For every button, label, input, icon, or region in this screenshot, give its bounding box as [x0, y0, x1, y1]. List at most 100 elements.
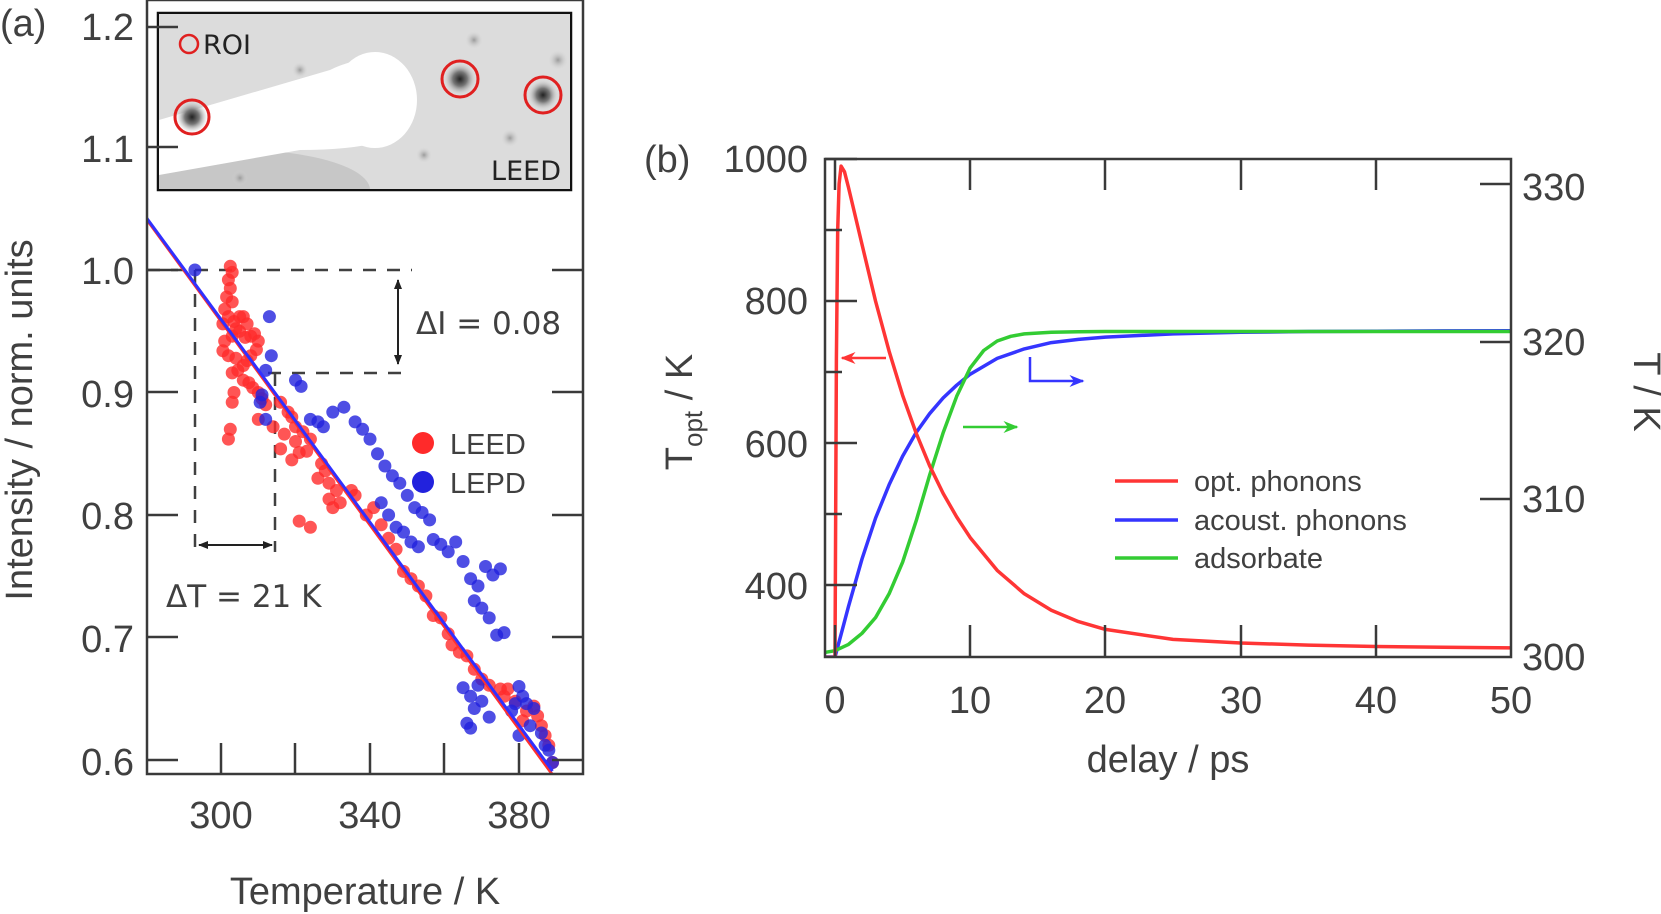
- data-point: [482, 710, 496, 724]
- data-point: [527, 702, 541, 715]
- a-legend: LEED LEPD: [412, 429, 526, 500]
- data-point: [294, 379, 308, 393]
- data-point: [393, 476, 407, 490]
- data-point: [493, 562, 507, 576]
- data-point: [371, 447, 384, 461]
- data-point: [225, 395, 239, 409]
- data-point: [411, 540, 425, 554]
- data-point: [216, 344, 230, 358]
- b-ytick-right-330: 330: [1522, 167, 1585, 209]
- data-point: [534, 726, 548, 740]
- data-point: [289, 435, 302, 448]
- data-point: [300, 444, 314, 458]
- a-inset-leed-image: ROI LEED: [156, 11, 573, 192]
- b-ytick-left-800: 800: [745, 281, 808, 323]
- b-legend-label-ads: adsorbate: [1194, 543, 1323, 575]
- b-ytick-left-600: 600: [745, 424, 808, 466]
- panel-a-label: (a): [0, 3, 46, 45]
- data-point: [523, 719, 537, 733]
- data-point: [374, 496, 388, 510]
- data-point: [397, 525, 410, 539]
- b-axes-frame: [823, 157, 1513, 659]
- data-point: [497, 626, 511, 640]
- inset-roi-label: ROI: [203, 30, 251, 61]
- data-point: [188, 263, 202, 277]
- data-point: [441, 545, 455, 559]
- a-delta-t-label: ΔT = 21 K: [166, 579, 322, 615]
- data-point: [330, 484, 343, 497]
- data-point: [482, 611, 496, 625]
- a-ylabel: Intensity / norm. units: [0, 239, 41, 600]
- data-point: [479, 560, 492, 573]
- b-xtick-40: 40: [1355, 680, 1397, 722]
- data-point: [274, 442, 288, 456]
- data-point: [253, 395, 267, 409]
- data-point: [475, 601, 489, 615]
- data-point: [464, 689, 478, 703]
- data-point: [292, 514, 306, 528]
- b-ylabel-right: T / K: [1625, 352, 1661, 432]
- a-legend-label-leed: LEED: [450, 429, 526, 461]
- data-point: [449, 535, 463, 549]
- data-point: [501, 682, 515, 696]
- b-axes: [823, 157, 1513, 659]
- roi-circle: [440, 59, 480, 99]
- data-point: [285, 453, 299, 467]
- b-xtick-20: 20: [1084, 680, 1126, 722]
- b-ytick-left-1000: 1000: [723, 139, 808, 181]
- data-point: [333, 496, 347, 510]
- panel-b: (b) 1000 800 600 400 Topt / K 330 320 31…: [644, 139, 1661, 781]
- roi-legend-circle-icon: [178, 33, 200, 55]
- data-point: [456, 681, 470, 695]
- a-ytick-1.0: 1.0: [81, 251, 134, 293]
- b-ytick-right-320: 320: [1522, 322, 1585, 364]
- data-point: [475, 694, 489, 708]
- b-curve-acoust-phonons: [825, 328, 1511, 657]
- inset-leed-label: LEED: [491, 156, 561, 187]
- data-point: [218, 334, 232, 348]
- a-legend-marker-lepd: [412, 471, 434, 493]
- b-ylabel-left: Topt / K: [659, 354, 708, 470]
- data-point: [259, 412, 273, 426]
- data-point: [223, 422, 237, 436]
- a-ytick-0.8: 0.8: [81, 496, 134, 538]
- a-ytick-1.1: 1.1: [81, 129, 134, 171]
- panel-a: (a) 1.2 1.1 1.0 0.9 0.8 0.7 0.6 Intensit…: [0, 0, 585, 913]
- data-point: [456, 555, 470, 568]
- a-lepd-points: [188, 263, 559, 769]
- data-point: [542, 743, 556, 757]
- roi-circle: [173, 98, 211, 136]
- a-ytick-0.9: 0.9: [81, 374, 134, 416]
- panel-b-label: (b): [644, 139, 690, 181]
- b-xtick-30: 30: [1220, 680, 1262, 722]
- data-point: [311, 471, 325, 485]
- data-point: [316, 420, 330, 434]
- data-point: [231, 363, 245, 377]
- data-point: [277, 427, 291, 441]
- data-point: [326, 405, 340, 419]
- data-point: [337, 400, 351, 414]
- b-curve-adsorbate: [825, 329, 1511, 655]
- data-point: [264, 349, 278, 363]
- a-ytick-0.6: 0.6: [81, 742, 134, 784]
- a-ytick-0.7: 0.7: [81, 619, 134, 661]
- b-xtick-0: 0: [824, 680, 845, 722]
- data-point: [227, 386, 241, 399]
- data-point: [356, 422, 370, 436]
- b-ytick-right-300: 300: [1522, 637, 1585, 679]
- a-fit-line-lepd: [147, 215, 554, 772]
- data-point: [221, 432, 235, 446]
- b-ytick-left-400: 400: [745, 566, 808, 608]
- b-curve-opt-phonons: [825, 164, 1511, 657]
- a-xtick-340: 340: [338, 795, 401, 837]
- a-delta-i-label: ΔI = 0.08: [416, 306, 561, 342]
- data-point: [512, 680, 526, 693]
- data-point: [262, 310, 276, 324]
- a-xlabel: Temperature / K: [230, 871, 500, 913]
- data-point: [400, 488, 414, 502]
- a-ytick-1.2: 1.2: [81, 7, 134, 49]
- b-legend-label-opt: opt. phonons: [1194, 466, 1362, 498]
- a-xtick-300: 300: [189, 795, 252, 837]
- b-xtick-10: 10: [949, 680, 991, 722]
